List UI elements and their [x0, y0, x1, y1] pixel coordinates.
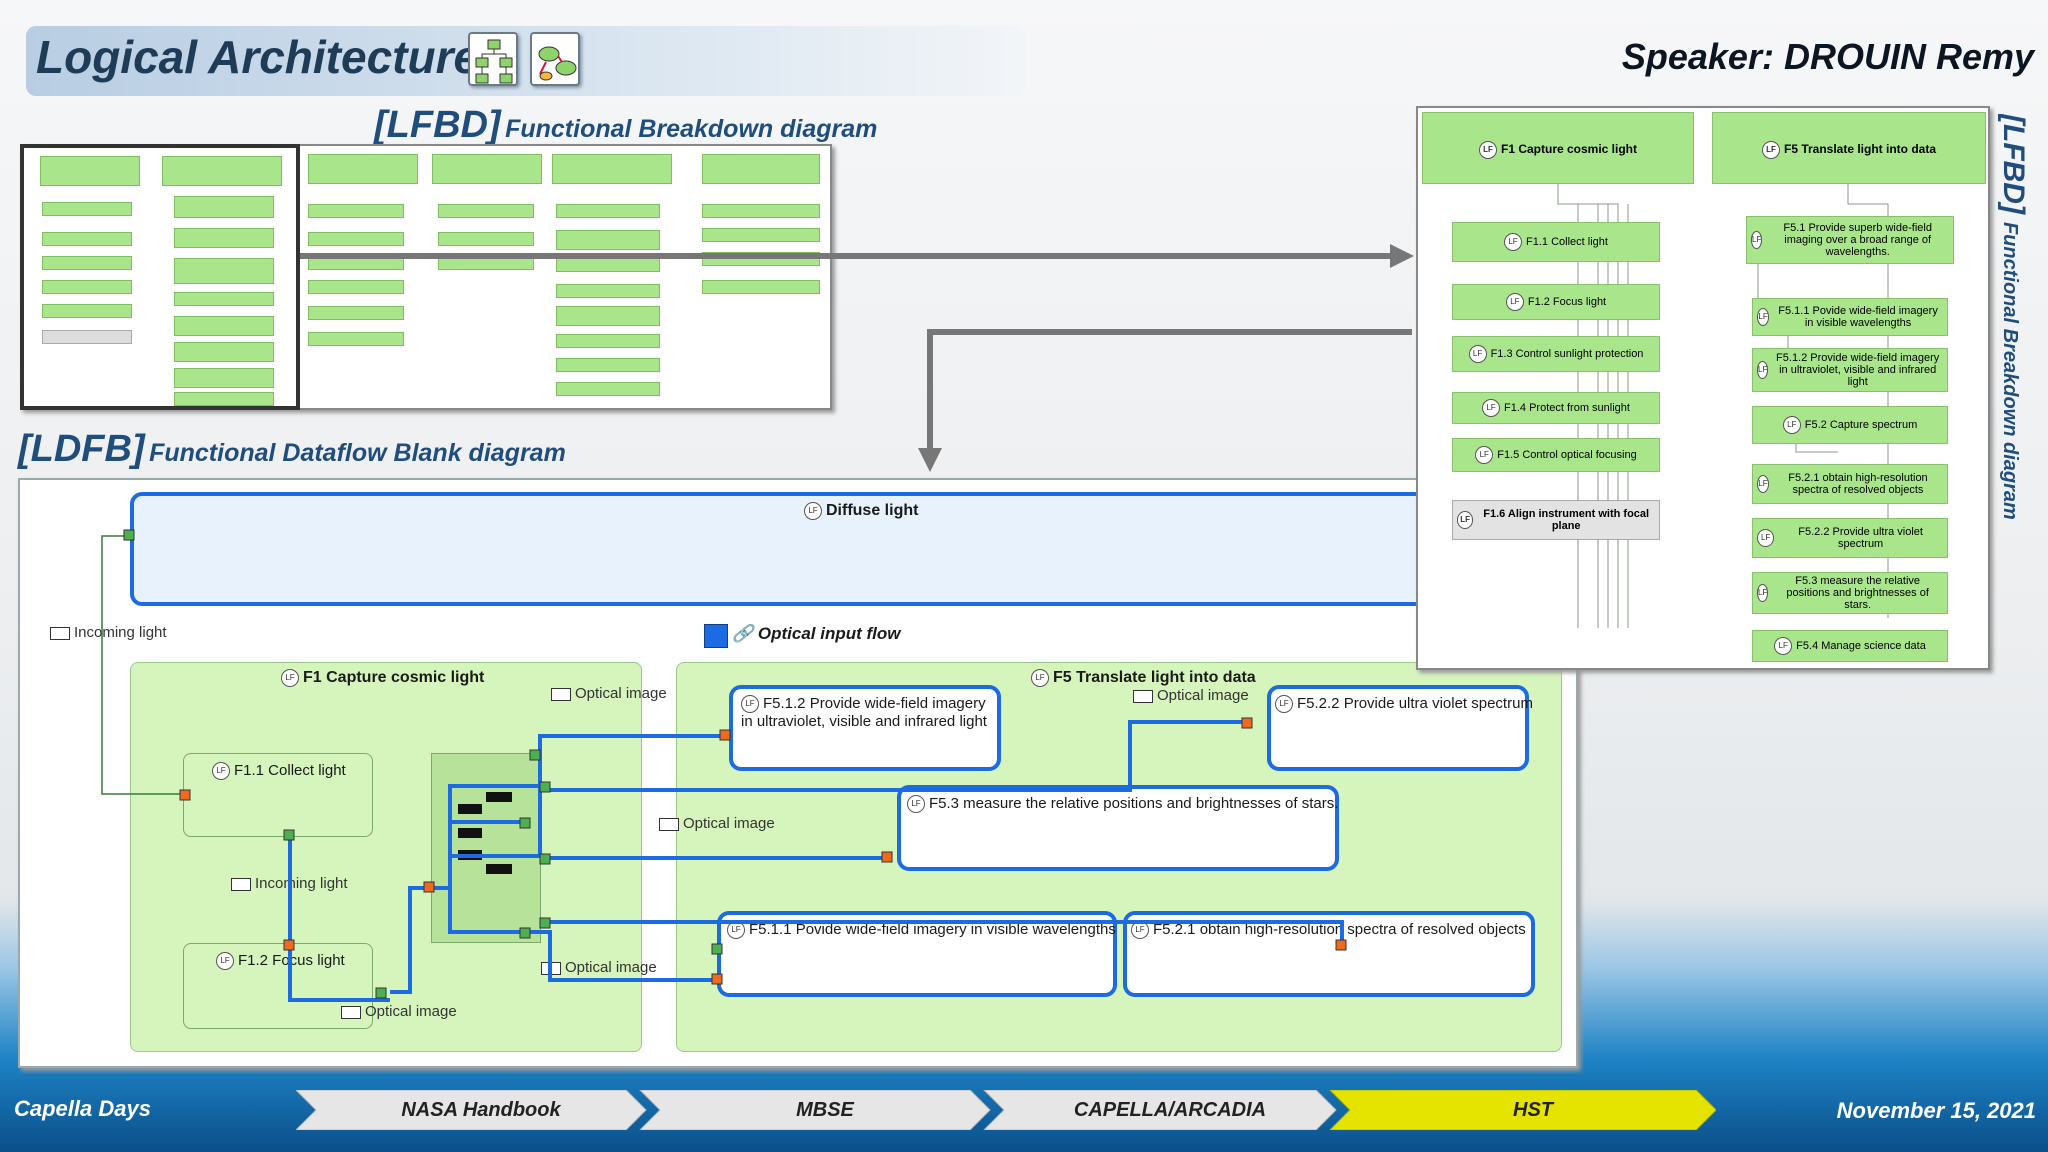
- function-icon: LF: [1275, 695, 1293, 714]
- footer-date: November 15, 2021: [1836, 1098, 2036, 1123]
- function-icon: LF: [1757, 475, 1769, 493]
- page-title: Logical Architecture: [36, 31, 480, 83]
- incoming-light-port-label: Incoming light: [50, 624, 167, 641]
- function-icon: LF: [1031, 669, 1049, 688]
- function-icon: LF: [1468, 345, 1487, 363]
- function-icon: LF: [1757, 584, 1769, 602]
- function-icon: LF: [1774, 637, 1793, 655]
- function-icon: LF: [1504, 233, 1523, 251]
- ldfb-tag: [LDFB]: [18, 428, 145, 470]
- dataflow-lines: [101, 529, 1347, 1002]
- function-icon: LF: [1757, 308, 1770, 326]
- function-icon: LF: [1782, 416, 1801, 434]
- function-icon: LF: [1757, 529, 1775, 547]
- footer-step-nasa-handbook[interactable]: NASA Handbook: [401, 1098, 561, 1121]
- footer-step-hst[interactable]: HST: [1513, 1098, 1553, 1121]
- function-icon: LF: [216, 952, 234, 971]
- diffuse-light-label: Diffuse light: [826, 502, 919, 519]
- optical-input-flow-label: 🔗 Optical input flow: [732, 624, 901, 643]
- lfbd-vertical-text: Functional Breakdown diagram: [1999, 222, 2021, 520]
- lfbd-section-label: [LFBD] Functional Breakdown diagram: [374, 104, 877, 147]
- incoming-light-inner-label: Incoming light: [231, 875, 348, 892]
- speaker-name: Speaker: DROUIN Remy: [1621, 36, 2034, 77]
- exchange-icon: [1133, 689, 1153, 703]
- f1-title: F1 Capture cosmic light: [303, 669, 485, 686]
- thumbnail-highlight-frame: [20, 144, 300, 410]
- function-icon: LF: [727, 921, 745, 940]
- optical-image-label-3: Optical image: [341, 1003, 457, 1020]
- link-icon: 🔗: [732, 624, 754, 643]
- lfbd-thumbnail[interactable]: [20, 144, 832, 410]
- function-icon: LF: [804, 502, 822, 521]
- exchange-icon: [659, 817, 679, 831]
- lfbd-tag: [LFBD]: [374, 104, 501, 146]
- ldfb-section-label: [LDFB] Functional Dataflow Blank diagram: [18, 428, 566, 471]
- exchange-icon: [551, 687, 571, 701]
- exchange-icon: [231, 877, 251, 891]
- function-icon: LF: [1757, 361, 1769, 379]
- function-icon: LF: [1482, 399, 1501, 417]
- ldfb-label: Functional Dataflow Blank diagram: [149, 439, 566, 467]
- dataflow-diagram-icon[interactable]: [530, 32, 580, 86]
- function-icon: LF: [1761, 140, 1780, 159]
- exchange-icon: [341, 1005, 361, 1019]
- function-icon: LF: [1505, 293, 1524, 311]
- footer-event: Capella Days: [14, 1096, 151, 1121]
- footer-step-chevrons: [296, 1090, 1716, 1130]
- optical-input-flow-swatch: [704, 624, 728, 648]
- function-icon: LF: [907, 795, 925, 814]
- optical-image-label-1: Optical image: [551, 685, 667, 702]
- breakdown-diagram-icon[interactable]: [468, 32, 518, 86]
- function-icon: LF: [281, 669, 299, 688]
- function-icon: LF: [1478, 140, 1497, 159]
- lfbd-vertical-tag: [LFBD]: [1997, 114, 2030, 215]
- footer-step-capella-arcadia[interactable]: CAPELLA/ARCADIA: [1073, 1098, 1267, 1121]
- optical-image-label-4: Optical image: [1133, 687, 1249, 704]
- function-icon: LF: [1751, 231, 1763, 249]
- footer-step-mbse[interactable]: MBSE: [796, 1098, 854, 1121]
- function-icon: LF: [1457, 511, 1474, 529]
- svg-text:[LFBD]Functional Breakdown dia: [LFBD] Functional Breakdown diagram: [1997, 114, 2030, 520]
- f5-title: F5 Translate light into data: [1053, 669, 1256, 686]
- function-icon: LF: [212, 762, 230, 781]
- lfbd-vertical-label: [LFBD] Functional Breakdown diagram: [1996, 113, 2036, 574]
- optical-image-label-5: Optical image: [659, 815, 775, 832]
- exchange-icon: [50, 626, 70, 640]
- function-icon: LF: [1475, 446, 1494, 464]
- title-bar: [26, 26, 1026, 96]
- lfbd-label: Functional Breakdown diagram: [505, 115, 878, 143]
